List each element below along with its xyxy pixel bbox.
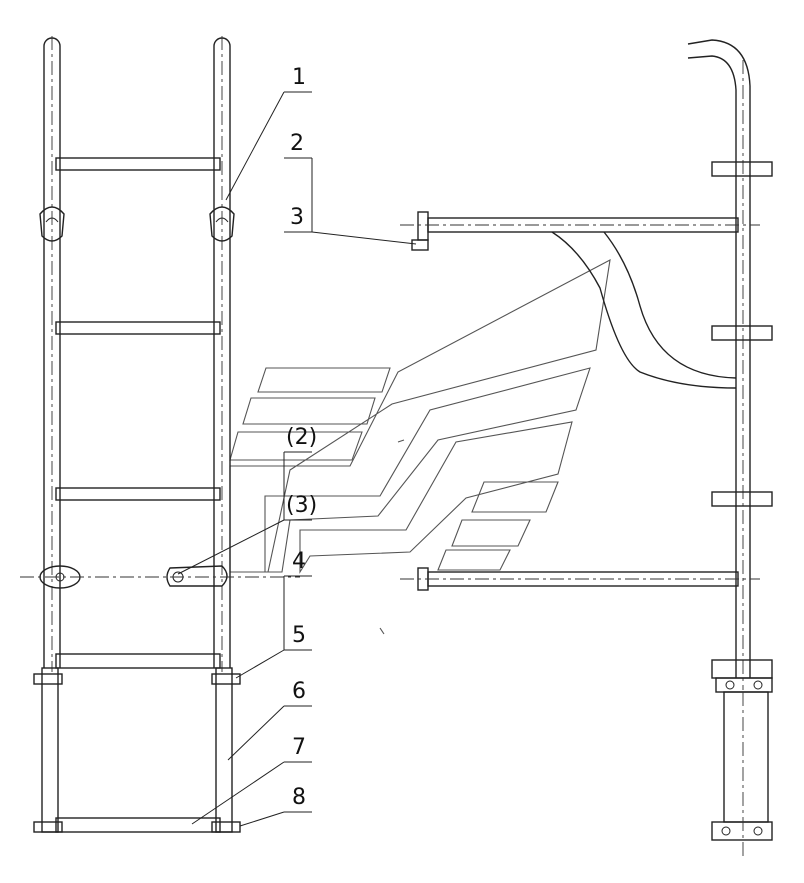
leader-lines bbox=[177, 91, 417, 827]
callout-1: 1 bbox=[292, 65, 306, 90]
watermark-logo bbox=[229, 259, 611, 635]
callout-3: 3 bbox=[290, 205, 304, 230]
callout-3-paren: (3) bbox=[286, 493, 317, 518]
callout-6: 6 bbox=[292, 679, 306, 704]
callout-8: 8 bbox=[292, 785, 306, 810]
ladder-front-view bbox=[20, 36, 300, 833]
callout-7: 7 bbox=[292, 735, 306, 760]
ladder-side-view bbox=[400, 39, 773, 858]
callout-5: 5 bbox=[292, 623, 306, 648]
callout-2: 2 bbox=[290, 131, 304, 156]
callout-4: 4 bbox=[292, 549, 306, 574]
callout-2-paren: (2) bbox=[286, 425, 317, 450]
